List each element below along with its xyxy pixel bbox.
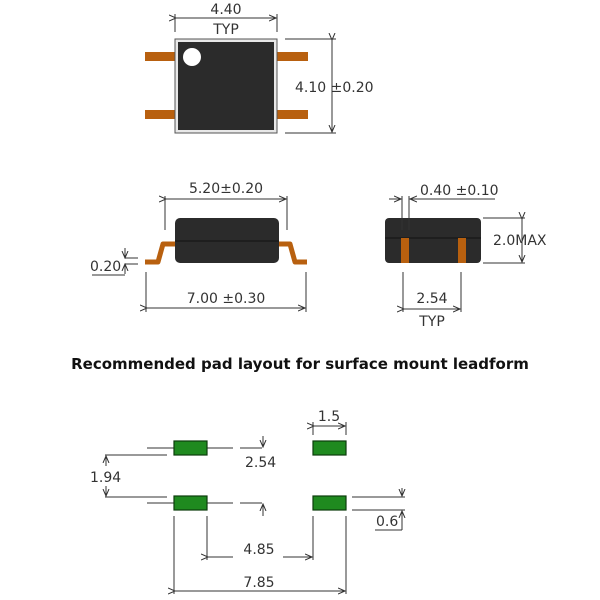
end-lead-right [458,238,466,263]
end-pitch-label: 2.54 [416,291,447,307]
side-lead-thickness-label: 0.20 [90,259,121,275]
side-view: 5.20±0.20 7.00 ±0.30 0.20 [90,181,307,312]
side-body-label: 5.20±0.20 [189,181,263,197]
pad-bottom-left [173,495,208,511]
top-lead-left-1 [145,52,177,61]
top-view: 4.40 TYP 4.10 ±0.20 [145,2,374,134]
side-lead-right [278,241,307,265]
top-lead-right-2 [276,110,308,119]
pin1-marker-icon [183,48,201,66]
pad-top-left [173,440,208,456]
end-height-label: 2.0MAX [493,233,547,249]
pad-top-right [312,440,347,456]
pad-length-label: 1.5 [318,409,340,425]
top-lead-left-2 [145,110,177,119]
pad-width-label: 0.6 [376,514,398,530]
end-lead-left [401,238,409,263]
pad-gap-label: 1.94 [90,470,121,486]
end-lead-width-label: 0.40 ±0.10 [420,183,499,199]
top-lead-right-1 [276,52,308,61]
top-width-label: 4.40 [210,2,241,18]
top-height-label: 4.10 ±0.20 [295,80,374,96]
pad-pitch-label: 2.54 [245,455,276,471]
end-package-body [385,218,481,263]
side-overall-label: 7.00 ±0.30 [187,291,266,307]
pad-inner-span-label: 4.85 [243,542,274,558]
side-lead-left [145,241,175,265]
top-width-note: TYP [212,22,239,38]
pad-layout: 1.5 2.54 1.94 0.6 4.85 7.85 [90,409,405,594]
pad-outer-span-label: 7.85 [243,575,274,591]
pad-bottom-right [312,495,347,511]
end-view: 0.40 ±0.10 2.0MAX 2.54 TYP [385,183,547,330]
end-pitch-note: TYP [418,314,445,330]
pad-layout-title: Recommended pad layout for surface mount… [71,355,529,373]
